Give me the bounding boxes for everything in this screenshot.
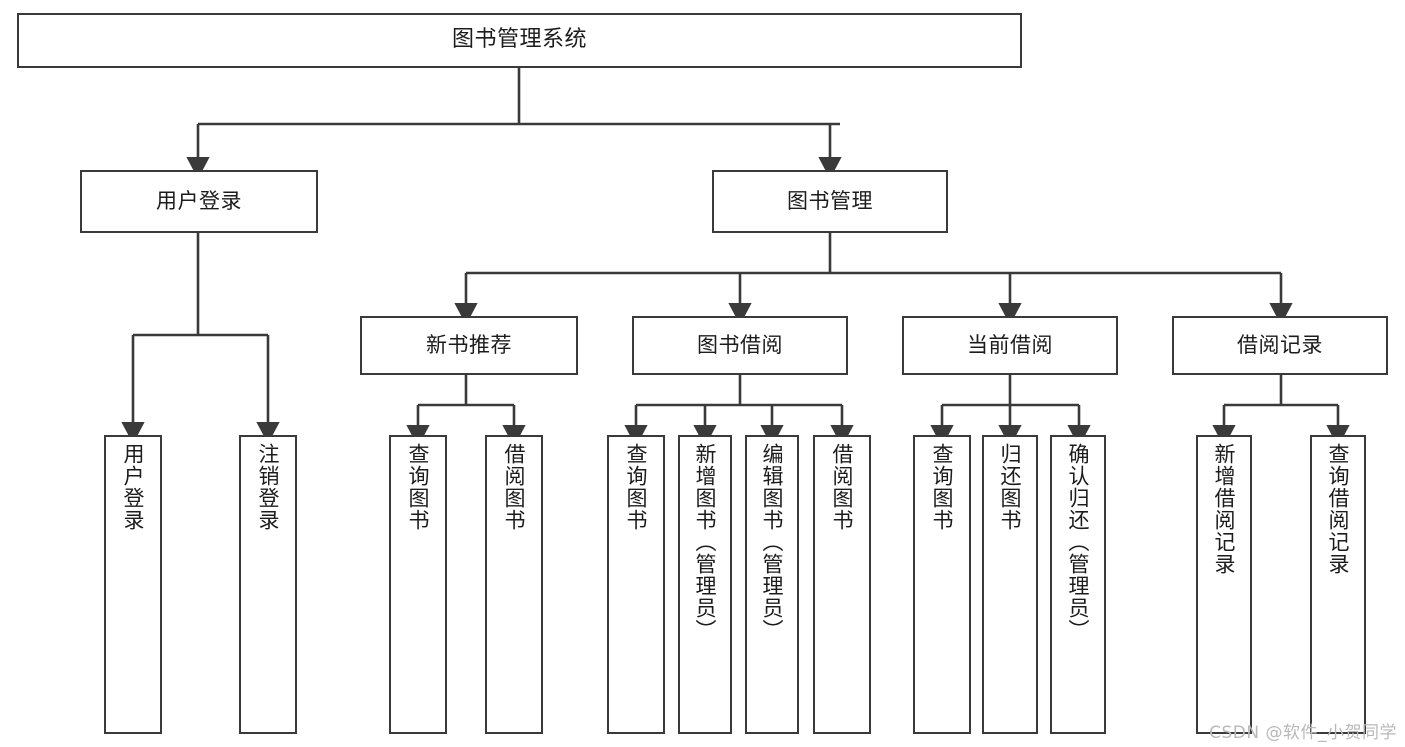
node-leaf-query-book-c[interactable]: 查询图书	[913, 435, 971, 734]
node-leaf-return-book[interactable]: 归还图书	[982, 435, 1038, 734]
node-label: 注销登录	[256, 443, 281, 531]
node-label: 新增图书（管理员）	[693, 443, 718, 641]
node-leaf-add-book[interactable]: 新增图书（管理员）	[678, 435, 732, 734]
node-new-book-recommend[interactable]: 新书推荐	[360, 316, 578, 375]
node-leaf-user-login[interactable]: 用户登录	[104, 435, 162, 734]
node-label: 借阅记录	[1237, 332, 1323, 357]
node-leaf-query-record[interactable]: 查询借阅记录	[1310, 435, 1366, 734]
node-label: 借阅图书	[830, 443, 855, 531]
node-leaf-add-record[interactable]: 新增借阅记录	[1196, 435, 1252, 734]
node-leaf-query-book-b[interactable]: 查询图书	[607, 435, 665, 734]
node-book-borrow[interactable]: 图书借阅	[632, 316, 848, 375]
node-label: 当前借阅	[967, 332, 1053, 357]
node-book-management[interactable]: 图书管理	[712, 170, 948, 233]
node-label: 查询图书	[624, 443, 649, 531]
node-borrow-record[interactable]: 借阅记录	[1172, 316, 1388, 375]
node-label: 图书借阅	[697, 332, 783, 357]
node-label: 查询图书	[930, 443, 955, 531]
node-leaf-edit-book[interactable]: 编辑图书（管理员）	[745, 435, 799, 734]
node-label: 图书管理系统	[451, 27, 587, 53]
node-root-system[interactable]: 图书管理系统	[17, 13, 1022, 68]
node-leaf-query-book-a[interactable]: 查询图书	[389, 435, 447, 734]
node-label: 新增借阅记录	[1212, 443, 1237, 575]
node-label: 编辑图书（管理员）	[760, 443, 785, 641]
node-label: 用户登录	[156, 188, 242, 213]
node-leaf-borrow-book-a[interactable]: 借阅图书	[485, 435, 543, 734]
node-leaf-logout[interactable]: 注销登录	[239, 435, 297, 734]
node-label: 借阅图书	[502, 443, 527, 531]
csdn-watermark: CSDN @软件_小贺同学	[1209, 723, 1397, 743]
node-label: 查询图书	[406, 443, 431, 531]
node-label: 新书推荐	[426, 332, 512, 357]
node-label: 用户登录	[121, 443, 146, 531]
node-leaf-confirm-return[interactable]: 确认归还（管理员）	[1050, 435, 1106, 734]
node-label: 归还图书	[998, 443, 1023, 531]
node-user-login[interactable]: 用户登录	[80, 170, 318, 233]
node-current-borrow[interactable]: 当前借阅	[902, 316, 1118, 375]
node-label: 查询借阅记录	[1326, 443, 1351, 575]
node-leaf-borrow-book-b[interactable]: 借阅图书	[813, 435, 871, 734]
node-label: 图书管理	[787, 188, 873, 213]
node-label: 确认归还（管理员）	[1066, 443, 1091, 641]
